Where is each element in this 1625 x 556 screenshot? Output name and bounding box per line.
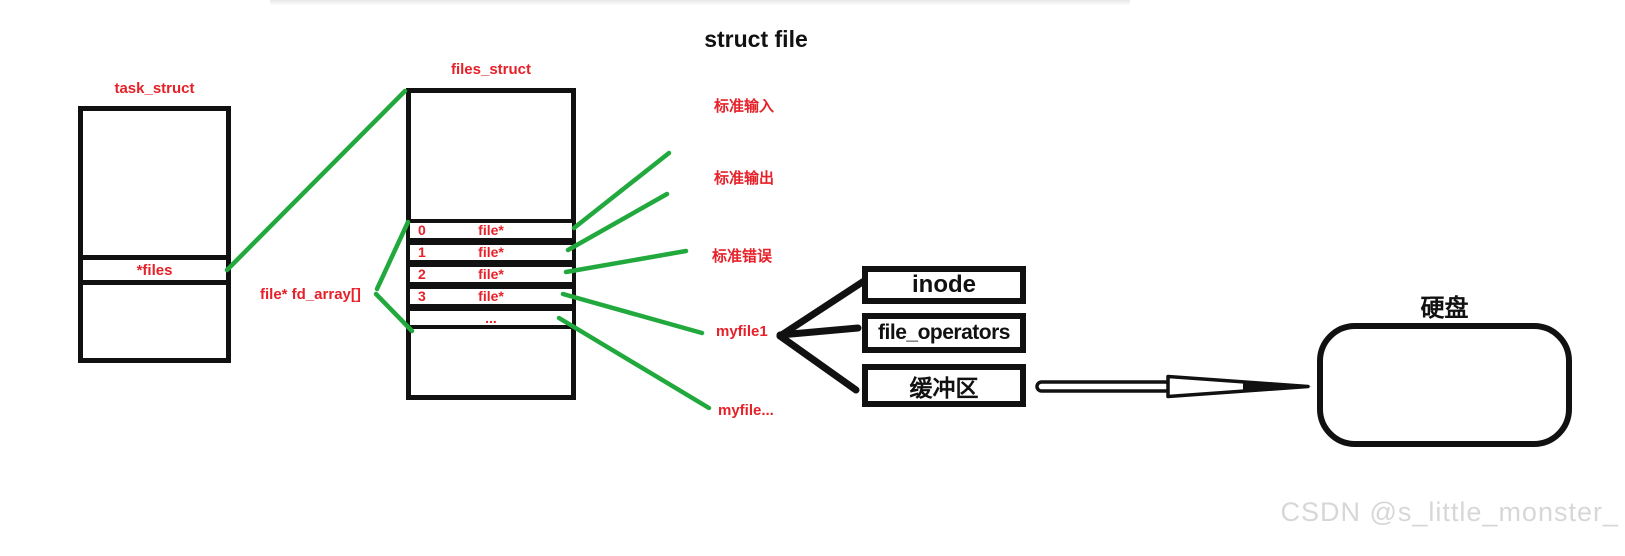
top-divider-bar xyxy=(270,0,1130,5)
fd-row-value: file* xyxy=(478,288,504,304)
fd-row-value: file* xyxy=(478,222,504,238)
black-line-myfile1-to-buffer xyxy=(776,332,860,394)
green-line-fd3-to-myfile1 xyxy=(560,291,705,336)
diagram-title: struct file xyxy=(704,26,808,52)
fd-row-index: 1 xyxy=(418,244,426,260)
fd-row-ellipsis: ... xyxy=(406,307,576,329)
buffer-box: 缓冲区 xyxy=(862,364,1026,407)
inode-box: inode xyxy=(862,266,1026,304)
disk-label: 硬盘 xyxy=(1420,295,1469,322)
green-line-fdn-to-myfile-more xyxy=(556,315,712,411)
files-struct-label: files_struct xyxy=(450,61,532,78)
inode-label: inode xyxy=(912,271,976,298)
fd-row-0: 0 file* xyxy=(406,219,576,242)
fd-row-1: 1 file* xyxy=(406,241,576,264)
fd-row-3: 3 file* xyxy=(406,285,576,308)
files-pointer-cell: *files xyxy=(78,255,231,285)
buffer-label: 缓冲区 xyxy=(909,374,979,401)
fd-row-index: 2 xyxy=(418,266,426,282)
green-line-files-to-files-struct xyxy=(224,88,408,273)
file-operators-label: file_operators xyxy=(878,321,1010,344)
green-line-fd1-to-stdout xyxy=(565,191,670,253)
task-struct-label: task_struct xyxy=(114,80,195,97)
green-line-fd0-to-stdin xyxy=(571,150,672,231)
stdin-label: 标准输入 xyxy=(714,98,775,115)
fd-row-index: 3 xyxy=(418,288,426,304)
file-operators-box: file_operators xyxy=(862,313,1026,353)
watermark: CSDN @s_little_monster_ xyxy=(1280,497,1619,527)
black-line-myfile1-to-file-operators xyxy=(776,324,862,339)
fd-row-value: file* xyxy=(478,266,504,282)
green-bracket-upper xyxy=(374,219,411,292)
arrowhead-tip xyxy=(1243,382,1312,391)
black-line-myfile1-to-inode xyxy=(776,277,868,340)
fd-row-value: file* xyxy=(478,244,504,260)
fd-array-label: file* fd_array[] xyxy=(260,286,361,303)
green-line-fd2-to-stderr xyxy=(563,248,689,275)
task-struct-box xyxy=(78,106,231,363)
fd-row-index: 0 xyxy=(418,222,426,238)
fd-row-2: 2 file* xyxy=(406,263,576,286)
stdout-label: 标准输出 xyxy=(714,170,775,187)
myfile1-label: myfile1 xyxy=(716,323,768,340)
disk-box xyxy=(1317,323,1572,447)
fd-row-value: ... xyxy=(485,310,497,326)
stderr-label: 标准错误 xyxy=(712,248,773,265)
myfile-more-label: myfile... xyxy=(718,402,774,419)
buffer-to-disk-arrow xyxy=(1035,374,1312,399)
